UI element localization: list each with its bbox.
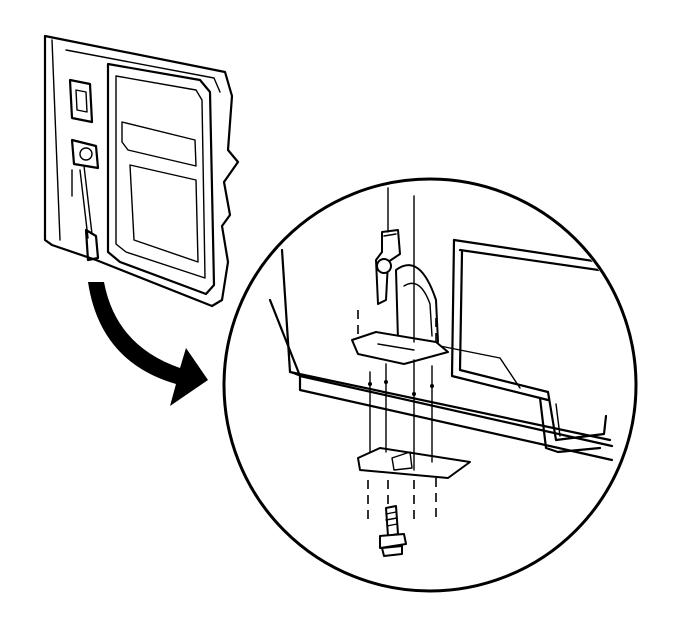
alignment-rods	[368, 187, 434, 471]
dashed-center-lines	[357, 310, 437, 520]
mounting-bolt	[379, 505, 407, 557]
latch-assembly	[351, 229, 449, 365]
door-panel	[43, 34, 240, 308]
detail-arrow-icon	[88, 282, 208, 406]
detail-circle	[222, 177, 638, 593]
detail-contents	[268, 187, 634, 557]
